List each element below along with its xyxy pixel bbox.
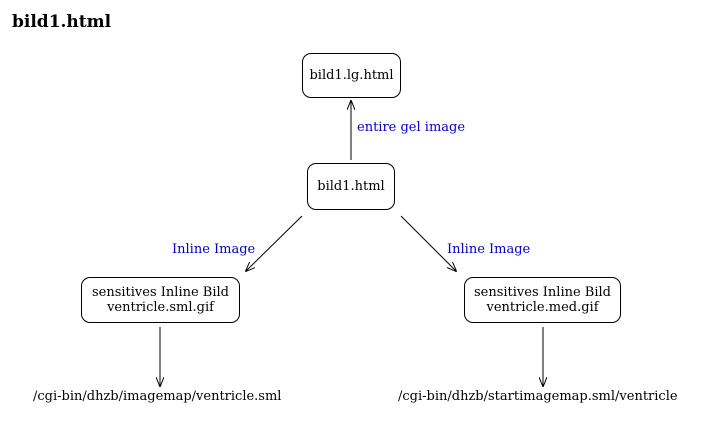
arrow-center-to-right xyxy=(400,215,456,271)
node-med-line1: sensitives Inline Bild xyxy=(473,285,611,300)
node-bild1-lg-html[interactable]: bild1.lg.html xyxy=(302,53,401,98)
edge-label-inline-image-right: Inline Image xyxy=(447,242,531,257)
node-sml-line1: sensitives Inline Bild xyxy=(91,285,229,300)
node-sensitive-inline-image-sml[interactable]: sensitives Inline Bild ventricle.sml.gif xyxy=(81,277,240,323)
node-med-line2: ventricle.med.gif xyxy=(486,300,599,315)
endpoint-imagemap-sml-link[interactable]: /cgi-bin/dhzb/imagemap/ventricle.sml xyxy=(33,389,282,404)
node-sensitive-inline-image-med[interactable]: sensitives Inline Bild ventricle.med.gif xyxy=(464,277,621,323)
page-title: bild1.html xyxy=(12,12,112,32)
edge-label-entire-gel-image: entire gel image xyxy=(357,120,466,135)
node-bild1-html[interactable]: bild1.html xyxy=(307,163,395,210)
edge-label-inline-image-left: Inline Image xyxy=(172,242,256,257)
node-bild1-lg-html-label: bild1.lg.html xyxy=(309,68,394,83)
node-bild1-html-label: bild1.html xyxy=(317,179,385,194)
endpoint-startimagemap-sml-link[interactable]: /cgi-bin/dhzb/startimagemap.sml/ventricl… xyxy=(398,389,678,404)
arrow-center-to-left xyxy=(246,215,303,271)
node-sml-line2: ventricle.sml.gif xyxy=(107,300,214,315)
